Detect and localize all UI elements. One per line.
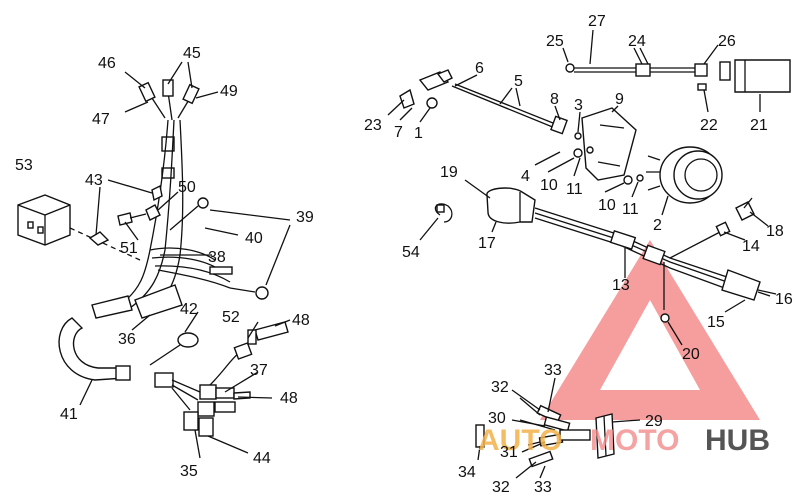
gauge-harness xyxy=(434,187,777,323)
label-10: 10 xyxy=(540,177,558,194)
watermark-text: AUTO MOTO HUB xyxy=(478,424,770,457)
part-labels: 46 45 47 49 53 43 50 39 51 40 38 42 52 4… xyxy=(15,13,793,496)
label-23: 23 xyxy=(364,117,382,134)
label-38: 38 xyxy=(208,249,226,266)
watermark-moto: MOTO xyxy=(590,424,679,457)
label-34: 34 xyxy=(458,464,476,481)
label-43: 43 xyxy=(85,172,103,189)
label-39: 39 xyxy=(296,209,314,226)
label-17: 17 xyxy=(478,235,496,252)
label-18: 18 xyxy=(766,223,784,240)
label-32-lower: 32 xyxy=(492,479,510,496)
label-48: 48 xyxy=(292,312,310,329)
label-10-right: 10 xyxy=(598,197,616,214)
label-1: 1 xyxy=(414,125,423,142)
label-20: 20 xyxy=(682,346,700,363)
tach-cable-assembly xyxy=(565,59,791,93)
left-harness xyxy=(17,79,289,437)
label-48-lower: 48 xyxy=(280,390,298,407)
label-13: 13 xyxy=(612,277,630,294)
label-26: 26 xyxy=(718,33,736,50)
label-42: 42 xyxy=(180,301,198,318)
label-5: 5 xyxy=(514,73,523,90)
watermark-auto: AUTO xyxy=(478,424,562,457)
label-54: 54 xyxy=(402,244,420,261)
label-31: 31 xyxy=(500,444,518,461)
label-29: 29 xyxy=(645,413,663,430)
label-50: 50 xyxy=(178,179,196,196)
label-33-lower: 33 xyxy=(534,479,552,496)
label-52: 52 xyxy=(222,309,240,326)
label-40: 40 xyxy=(245,230,263,247)
watermark-logo xyxy=(540,240,760,420)
label-46: 46 xyxy=(98,55,116,72)
gauge-assembly xyxy=(399,69,723,204)
label-44: 44 xyxy=(253,450,271,467)
label-16: 16 xyxy=(775,291,793,308)
label-6: 6 xyxy=(475,60,484,77)
label-30: 30 xyxy=(488,410,506,427)
label-3: 3 xyxy=(574,97,583,114)
label-24: 24 xyxy=(628,33,646,50)
label-49: 49 xyxy=(220,83,238,100)
label-9: 9 xyxy=(615,91,624,108)
label-11: 11 xyxy=(566,181,583,198)
label-15: 15 xyxy=(707,314,725,331)
label-21: 21 xyxy=(750,117,768,134)
label-53: 53 xyxy=(15,157,33,174)
label-37: 37 xyxy=(250,362,268,379)
label-22: 22 xyxy=(700,117,718,134)
label-32: 32 xyxy=(491,379,509,396)
label-2: 2 xyxy=(653,217,662,234)
label-25: 25 xyxy=(546,33,564,50)
leader-lines xyxy=(79,29,771,479)
label-35: 35 xyxy=(180,463,198,480)
label-7: 7 xyxy=(394,124,403,141)
label-27: 27 xyxy=(588,13,606,30)
label-33: 33 xyxy=(544,362,562,379)
label-4: 4 xyxy=(521,168,530,185)
label-47: 47 xyxy=(92,111,110,128)
label-51: 51 xyxy=(120,240,138,257)
label-45: 45 xyxy=(183,45,201,62)
label-14: 14 xyxy=(742,238,760,255)
label-41: 41 xyxy=(60,406,78,423)
label-8: 8 xyxy=(550,91,559,108)
label-36: 36 xyxy=(118,331,136,348)
label-11-right: 11 xyxy=(622,201,639,218)
label-19: 19 xyxy=(440,164,458,181)
watermark-hub: HUB xyxy=(705,424,770,457)
